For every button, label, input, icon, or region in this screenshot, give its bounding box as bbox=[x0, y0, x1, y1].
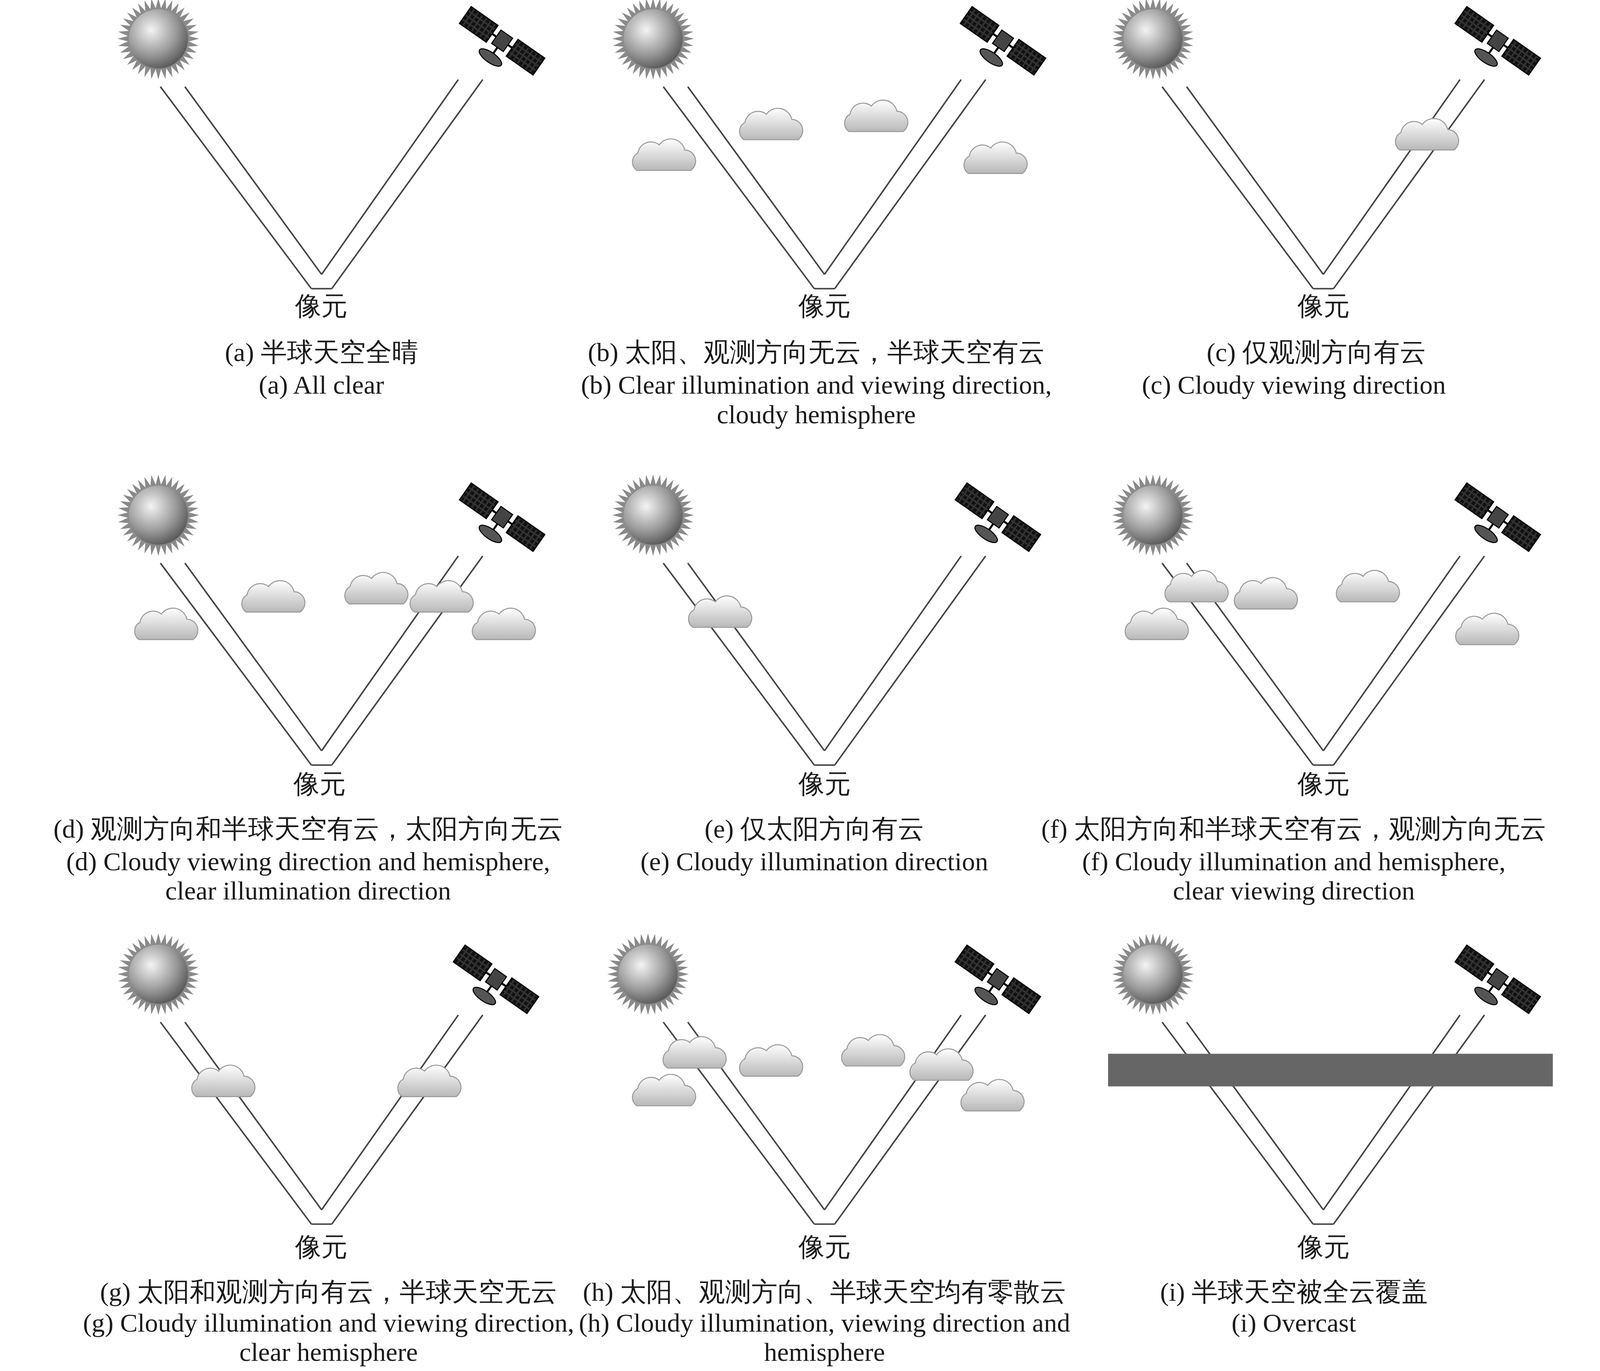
caption-en: (g) Cloudy illumination and viewing dire… bbox=[73, 1308, 584, 1368]
caption-zh: (d) 观测方向和半球天空有云，太阳方向无云 bbox=[53, 814, 563, 844]
caption-zh: (b) 太阳、观测方向无云，半球天空有云 bbox=[587, 337, 1046, 367]
caption-en: (c) Cloudy viewing direction bbox=[1048, 370, 1539, 400]
caption-en: (b) Clear illumination and viewing direc… bbox=[560, 370, 1073, 430]
pixel-label: 像元 bbox=[798, 291, 851, 321]
caption-en: (d) Cloudy viewing direction and hemisph… bbox=[52, 846, 565, 906]
caption-en: (a) All clear bbox=[76, 370, 567, 400]
caption-zh: (e) 仅太阳方向有云 bbox=[704, 814, 925, 844]
caption-en: (i) Overcast bbox=[1048, 1308, 1539, 1338]
caption-zh: (a) 半球天空全晴 bbox=[224, 337, 418, 367]
caption-en: (h) Cloudy illumination, viewing directi… bbox=[574, 1308, 1075, 1368]
pixel-label: 像元 bbox=[798, 769, 851, 799]
pixel-label: 像元 bbox=[1297, 291, 1350, 321]
pixel-label: 像元 bbox=[1297, 769, 1350, 799]
pixel-label: 像元 bbox=[295, 1232, 348, 1262]
caption-en: (f) Cloudy illumination and hemisphere, … bbox=[1053, 846, 1534, 906]
pixel-label: 像元 bbox=[1297, 1232, 1350, 1262]
cloud-layer bbox=[1108, 1053, 1554, 1087]
caption-zh: (i) 半球天空被全云覆盖 bbox=[1160, 1277, 1428, 1307]
pixel-label: 像元 bbox=[295, 291, 348, 321]
pixel-label: 像元 bbox=[798, 1232, 851, 1262]
caption-zh: (f) 太阳方向和半球天空有云，观测方向无云 bbox=[1041, 814, 1547, 844]
caption-zh: (c) 仅观测方向有云 bbox=[1206, 337, 1427, 367]
caption-zh: (h) 太阳、观测方向、半球天空均有零散云 bbox=[582, 1277, 1067, 1307]
caption-zh: (g) 太阳和观测方向有云，半球天空无云 bbox=[99, 1277, 558, 1307]
caption-en: (e) Cloudy illumination direction bbox=[569, 846, 1060, 877]
pixel-label: 像元 bbox=[293, 769, 346, 799]
